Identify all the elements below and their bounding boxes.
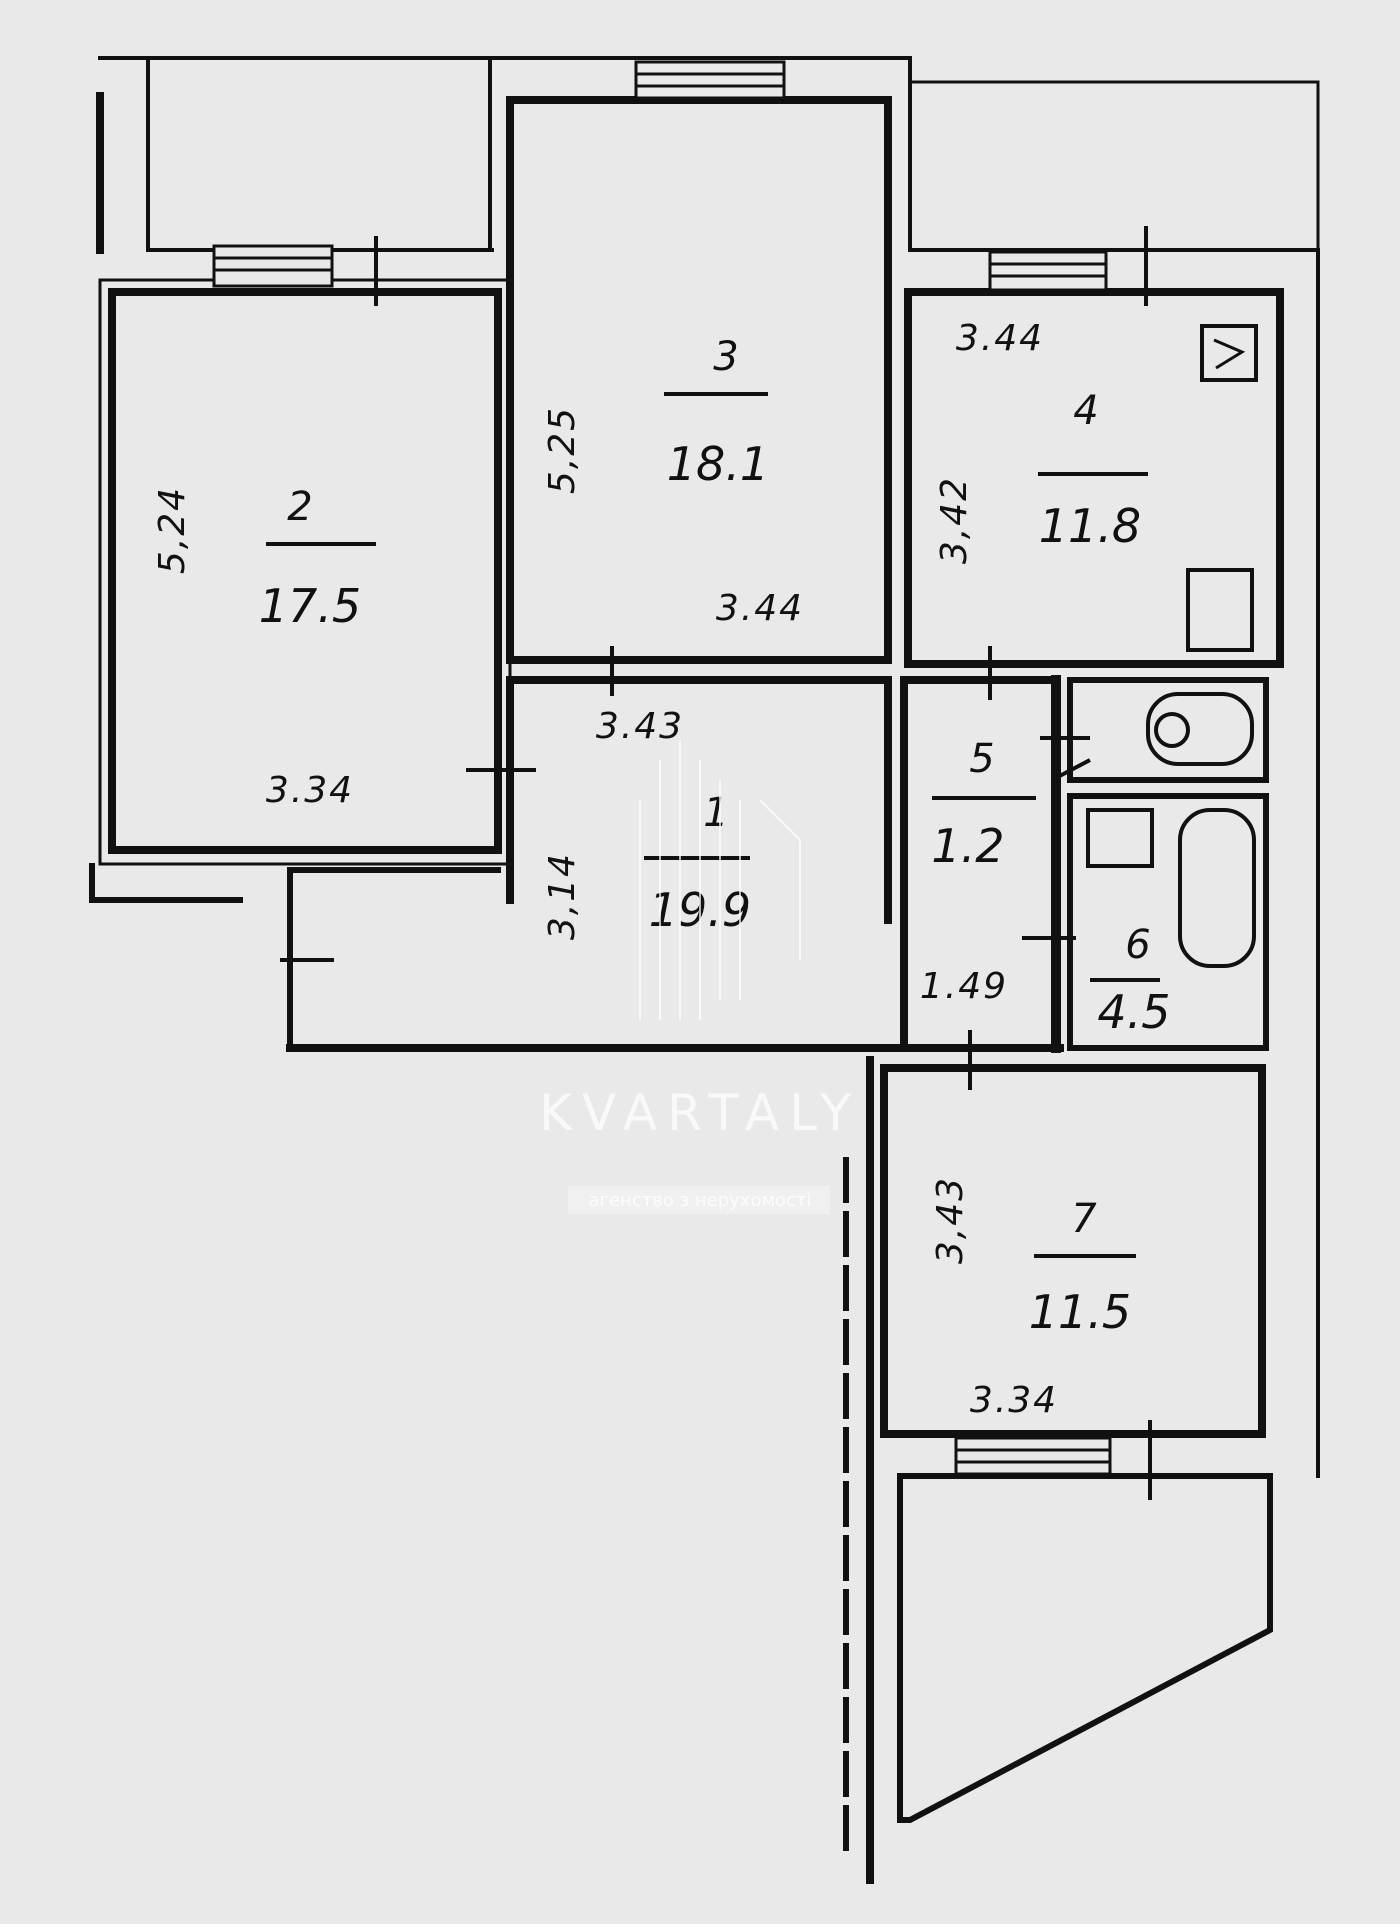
room-3-area: 18.1 [667,437,769,491]
watermark-tagline: агенство з нерухомості [589,1190,812,1211]
window-room-3 [634,60,786,100]
room-4-label: 3.44 4 11.8 3,42 [934,318,1148,564]
room-7-area: 11.5 [1029,1285,1131,1339]
room-2-label: 2 17.5 5,24 3.34 [152,484,376,811]
windows [212,60,1112,1476]
watermark-brand: KVARTALY [539,1084,861,1142]
room-5-label: 5 1.2 1.49 [920,736,1036,1007]
room-7-width-dim: 3.34 [970,1380,1058,1421]
room-5-number: 5 [969,736,994,782]
room-7-label: 7 11.5 3,43 3.34 [930,1176,1136,1421]
room-4-area: 11.8 [1039,499,1141,553]
room-6-label: 6 4.5 [1090,922,1171,1039]
walls [89,56,1320,1884]
room-1-width-dim: 3.43 [596,706,684,747]
door-marks [280,226,1152,1500]
room-4-number: 4 [1073,388,1098,434]
room-5-dim: 1.49 [920,966,1008,1007]
window-room-2 [212,244,334,288]
kitchen-sink-icon [1186,568,1254,652]
room-5-area: 1.2 [931,819,1004,873]
room-4-height-dim: 3,42 [934,476,975,564]
room-2-area: 17.5 [259,579,361,633]
room-3-number: 3 [713,334,738,380]
room-6-area: 4.5 [1097,985,1170,1039]
window-room-7 [954,1436,1112,1476]
room-2-width-dim: 3.34 [266,770,354,811]
room-4-width-dim: 3.44 [956,318,1044,359]
room-1-height-dim: 3,14 [542,852,583,940]
room-6-number: 6 [1125,922,1150,968]
room-1-number: 1 [703,790,728,836]
watermark-logo-icon [639,740,801,1020]
room-2-height-dim: 5,24 [152,486,193,574]
room-7-height-dim: 3,43 [930,1176,971,1264]
room-7-number: 7 [1071,1196,1097,1242]
room-3-height-dim: 5,25 [542,406,583,494]
watermark: KVARTALY агенство з нерухомості [539,740,861,1214]
room-2-number: 2 [287,484,312,530]
bathtub-icon [1178,808,1256,968]
room-3-label: 3 18.1 5,25 3.44 [542,334,804,629]
stove-icon [1200,324,1258,382]
fixtures [1086,324,1258,968]
room-3-width-dim: 3.44 [716,588,804,629]
toilet-icon [1146,692,1254,766]
window-room-4 [988,250,1108,292]
washbasin-icon [1086,808,1154,868]
